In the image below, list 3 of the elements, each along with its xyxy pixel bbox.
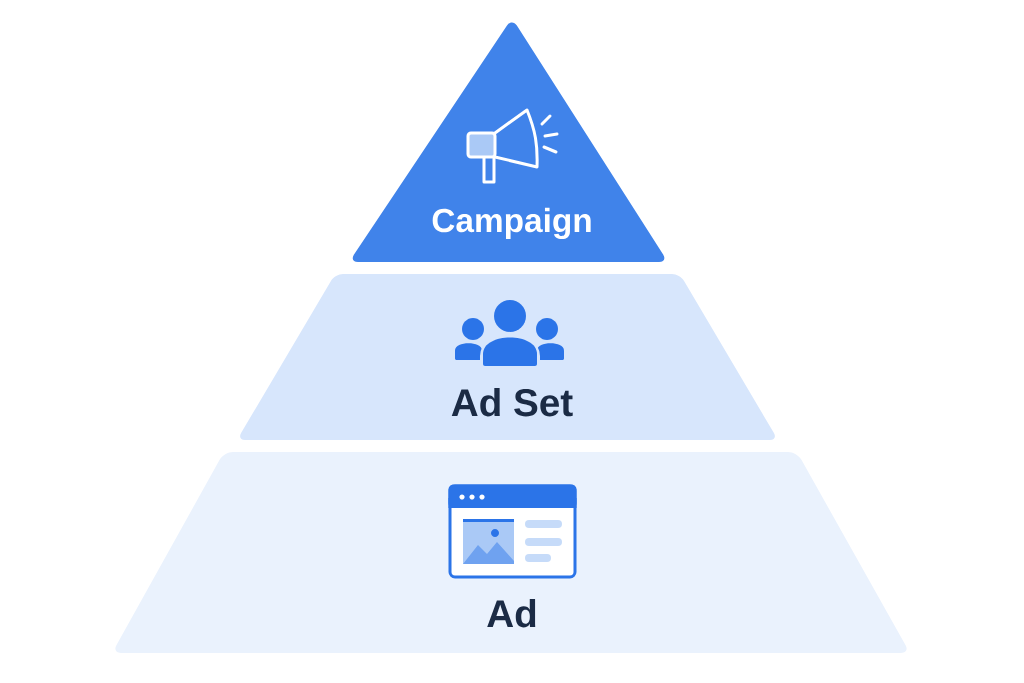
trapezoid-tier: Ad <box>115 452 907 653</box>
trapezoid-tier: Ad Set <box>240 274 775 440</box>
triangle-tier: Campaign <box>352 22 665 262</box>
